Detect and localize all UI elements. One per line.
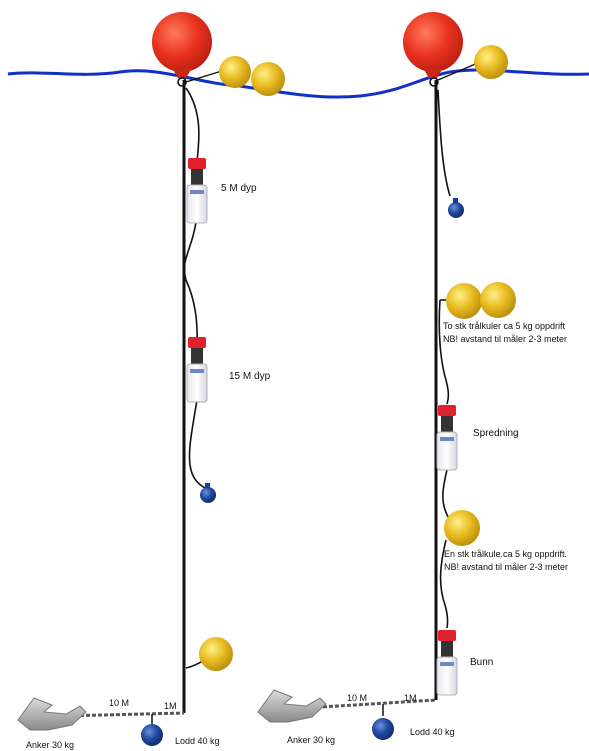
left-buoy-neck bbox=[172, 68, 192, 78]
right-float-note-line-2: NB! avstand til måler 2-3 meter bbox=[444, 562, 569, 572]
left-sensor-5m bbox=[186, 158, 208, 224]
left-surface-float-1 bbox=[219, 56, 251, 88]
right-floats-note-line-2: NB! avstand til måler 2-3 meter bbox=[443, 334, 568, 344]
right-buoy-neck bbox=[423, 68, 443, 78]
right-bottom-weight bbox=[372, 718, 394, 740]
right-anchor-label: Anker 30 kg bbox=[287, 735, 336, 745]
right-sensor-line bbox=[437, 89, 451, 629]
left-surface-float-2 bbox=[251, 62, 285, 96]
left-float-tether bbox=[185, 69, 226, 83]
left-sensor-2-label: 15 M dyp bbox=[229, 371, 271, 382]
right-sensor-bottom bbox=[436, 630, 458, 696]
left-weight-label: Lodd 40 kg bbox=[175, 736, 220, 746]
left-rope-length-label: 1M bbox=[164, 701, 177, 711]
right-anchor bbox=[257, 689, 327, 723]
right-sensor-bottom-label: Bunn bbox=[470, 657, 494, 668]
left-buoy bbox=[152, 12, 212, 72]
right-sensor-spread bbox=[436, 405, 458, 471]
right-chain bbox=[304, 698, 437, 710]
right-single-trawl-float bbox=[444, 510, 480, 546]
left-sensor-1-label: 5 M dyp bbox=[221, 183, 257, 194]
sea-surface-line bbox=[7, 68, 589, 99]
left-mooring bbox=[17, 12, 285, 746]
left-deep-float bbox=[199, 637, 233, 671]
right-floats-note-line-1: To stk trålkuler ca 5 kg oppdrift bbox=[443, 321, 566, 331]
right-trawl-float-1 bbox=[446, 283, 482, 319]
right-sensor-spread-label: Spredning bbox=[473, 428, 519, 439]
right-float-tether bbox=[437, 61, 481, 81]
right-rope-length-label: 1M bbox=[404, 693, 417, 703]
right-small-sinker-cap bbox=[453, 198, 458, 203]
right-buoy bbox=[403, 12, 463, 72]
right-weight-label: Lodd 40 kg bbox=[410, 727, 455, 737]
left-bottom-weight bbox=[141, 724, 163, 746]
left-anchor-label: Anker 30 kg bbox=[26, 740, 75, 750]
right-float-note-line-1: En stk trålkule.ca 5 kg oppdrift. bbox=[444, 549, 568, 559]
right-small-sinker bbox=[448, 202, 464, 218]
left-chain-length-label: 10 M bbox=[109, 698, 130, 708]
right-buoy-eye bbox=[429, 77, 439, 87]
right-surface-float bbox=[474, 45, 508, 79]
right-chain-length-label: 10 M bbox=[347, 693, 368, 703]
right-trawl-float-2 bbox=[480, 282, 516, 318]
left-sensor-15m bbox=[186, 337, 208, 403]
left-sensor-line bbox=[183, 87, 206, 489]
left-small-sinker-cap bbox=[205, 483, 210, 488]
right-mooring bbox=[257, 12, 516, 740]
left-anchor bbox=[17, 697, 87, 731]
left-small-sinker bbox=[200, 487, 216, 503]
